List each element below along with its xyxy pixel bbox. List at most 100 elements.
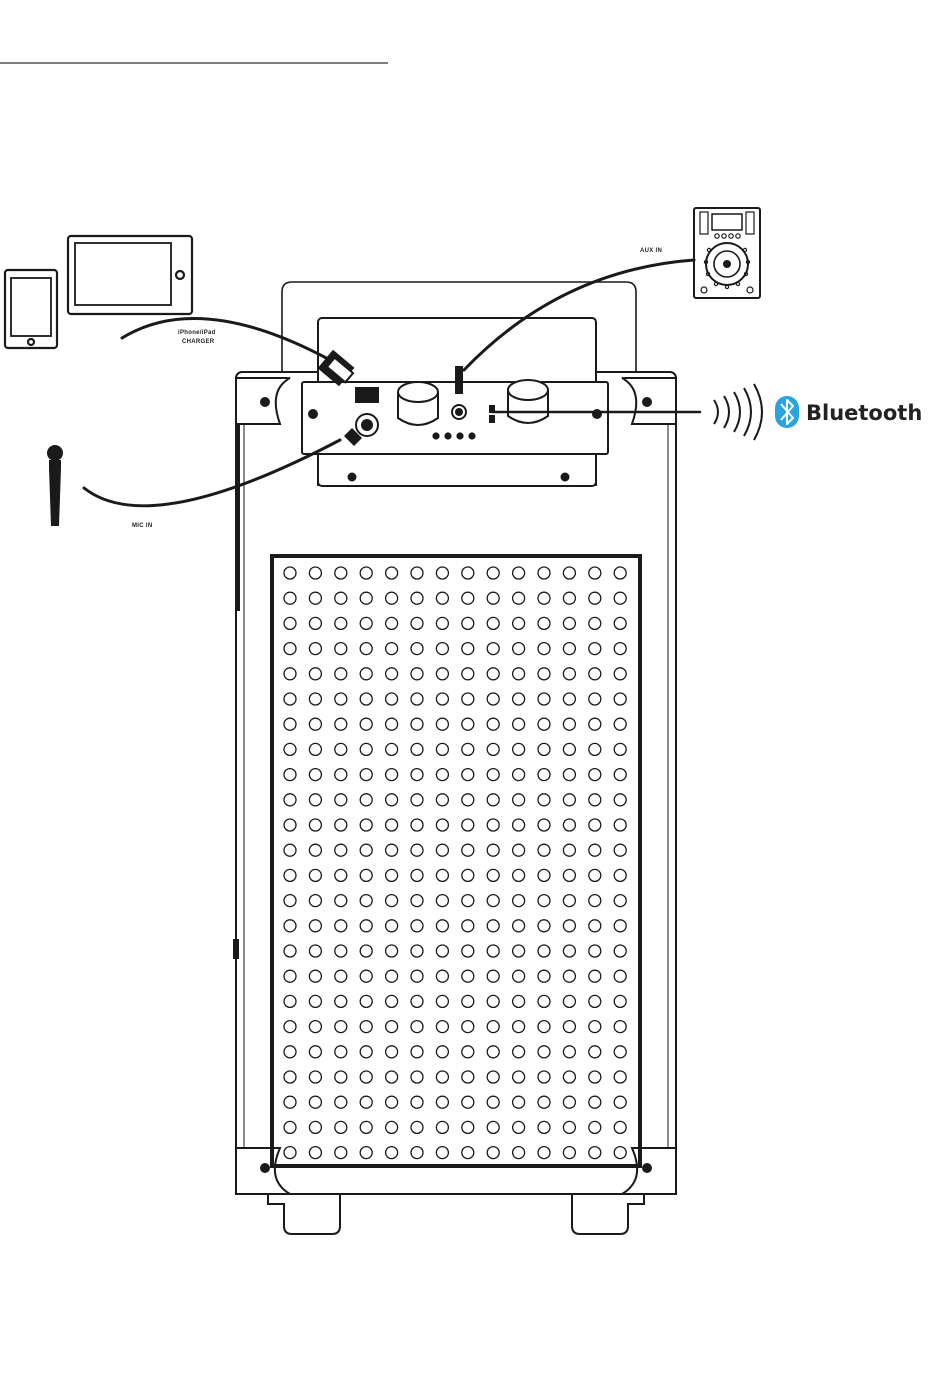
grille-hole bbox=[411, 592, 423, 604]
grille-hole bbox=[563, 743, 575, 755]
grille-hole bbox=[614, 1147, 626, 1159]
grille-hole bbox=[513, 1071, 525, 1083]
grille-hole bbox=[284, 844, 296, 856]
grille-hole bbox=[563, 643, 575, 655]
grille-hole bbox=[386, 668, 398, 680]
grille-hole bbox=[386, 592, 398, 604]
grille-hole bbox=[335, 995, 347, 1007]
grille-hole bbox=[487, 995, 499, 1007]
grille-hole bbox=[513, 718, 525, 730]
grille-hole bbox=[538, 617, 550, 629]
grille-hole bbox=[589, 1021, 601, 1033]
grille-hole bbox=[563, 668, 575, 680]
grille-hole bbox=[513, 1021, 525, 1033]
grille-hole bbox=[411, 794, 423, 806]
bluetooth-label: Bluetooth bbox=[806, 401, 922, 425]
grille-hole bbox=[563, 819, 575, 831]
grille-hole bbox=[487, 1096, 499, 1108]
grille-hole bbox=[309, 869, 321, 881]
grille-hole bbox=[360, 995, 372, 1007]
grille-hole bbox=[335, 895, 347, 907]
grille-hole bbox=[589, 769, 601, 781]
grille-hole bbox=[563, 693, 575, 705]
grille-hole bbox=[614, 1096, 626, 1108]
grille-hole bbox=[538, 1096, 550, 1108]
grille-hole bbox=[386, 743, 398, 755]
grille-hole bbox=[335, 1147, 347, 1159]
grille-hole bbox=[589, 1046, 601, 1058]
grille-hole bbox=[436, 617, 448, 629]
grille-hole bbox=[513, 945, 525, 957]
grille-hole bbox=[538, 819, 550, 831]
grille-hole bbox=[360, 1071, 372, 1083]
grille-hole bbox=[335, 844, 347, 856]
grille-hole bbox=[386, 643, 398, 655]
grille-hole bbox=[411, 567, 423, 579]
grille-hole bbox=[614, 643, 626, 655]
grille-hole bbox=[386, 1021, 398, 1033]
grille-hole bbox=[462, 869, 474, 881]
grille-hole bbox=[309, 693, 321, 705]
grille-hole bbox=[411, 844, 423, 856]
grille-hole bbox=[513, 1147, 525, 1159]
grille-hole bbox=[487, 769, 499, 781]
grille-hole bbox=[462, 769, 474, 781]
grille-hole bbox=[436, 895, 448, 907]
control-panel bbox=[302, 318, 608, 486]
grille-hole bbox=[411, 693, 423, 705]
grille-hole bbox=[589, 1121, 601, 1133]
grille-hole bbox=[436, 920, 448, 932]
grille-hole bbox=[309, 1021, 321, 1033]
grille-hole bbox=[589, 567, 601, 579]
grille-hole bbox=[411, 617, 423, 629]
grille-hole bbox=[538, 895, 550, 907]
grille-hole bbox=[563, 869, 575, 881]
grille-hole bbox=[563, 945, 575, 957]
grille-hole bbox=[513, 1046, 525, 1058]
grille-hole bbox=[462, 995, 474, 1007]
grille-hole bbox=[360, 617, 372, 629]
grille-hole bbox=[386, 844, 398, 856]
grille-hole bbox=[563, 1147, 575, 1159]
grille-hole bbox=[360, 769, 372, 781]
grille-hole bbox=[538, 718, 550, 730]
grille-hole bbox=[386, 1121, 398, 1133]
grille-hole bbox=[614, 617, 626, 629]
grille-hole bbox=[309, 743, 321, 755]
grille-hole bbox=[284, 769, 296, 781]
grille-hole bbox=[487, 794, 499, 806]
grille-hole bbox=[411, 718, 423, 730]
grille-hole bbox=[462, 945, 474, 957]
tablet-device bbox=[68, 236, 192, 314]
grille-hole bbox=[513, 592, 525, 604]
grille-hole bbox=[513, 617, 525, 629]
grille-hole bbox=[487, 718, 499, 730]
grille-hole bbox=[411, 945, 423, 957]
grille-hole bbox=[589, 995, 601, 1007]
grille-hole bbox=[360, 945, 372, 957]
grille-hole bbox=[614, 970, 626, 982]
grille-hole bbox=[513, 970, 525, 982]
grille-hole bbox=[360, 718, 372, 730]
bluetooth-signal-waves bbox=[714, 384, 762, 440]
grille-hole bbox=[386, 1147, 398, 1159]
grille-hole bbox=[538, 743, 550, 755]
grille-hole bbox=[436, 945, 448, 957]
grille-hole bbox=[614, 718, 626, 730]
grille-hole bbox=[386, 920, 398, 932]
grille-hole bbox=[411, 1147, 423, 1159]
grille-hole bbox=[614, 1121, 626, 1133]
grille-hole bbox=[487, 1071, 499, 1083]
grille-hole bbox=[335, 794, 347, 806]
grille-hole bbox=[335, 643, 347, 655]
grille-hole bbox=[487, 819, 499, 831]
aux-plug bbox=[455, 366, 463, 394]
grille-hole bbox=[360, 592, 372, 604]
grille-hole bbox=[411, 920, 423, 932]
grille-hole bbox=[563, 1071, 575, 1083]
grille-hole bbox=[487, 643, 499, 655]
grille-hole bbox=[589, 920, 601, 932]
grille-hole bbox=[335, 970, 347, 982]
grille-hole bbox=[538, 592, 550, 604]
